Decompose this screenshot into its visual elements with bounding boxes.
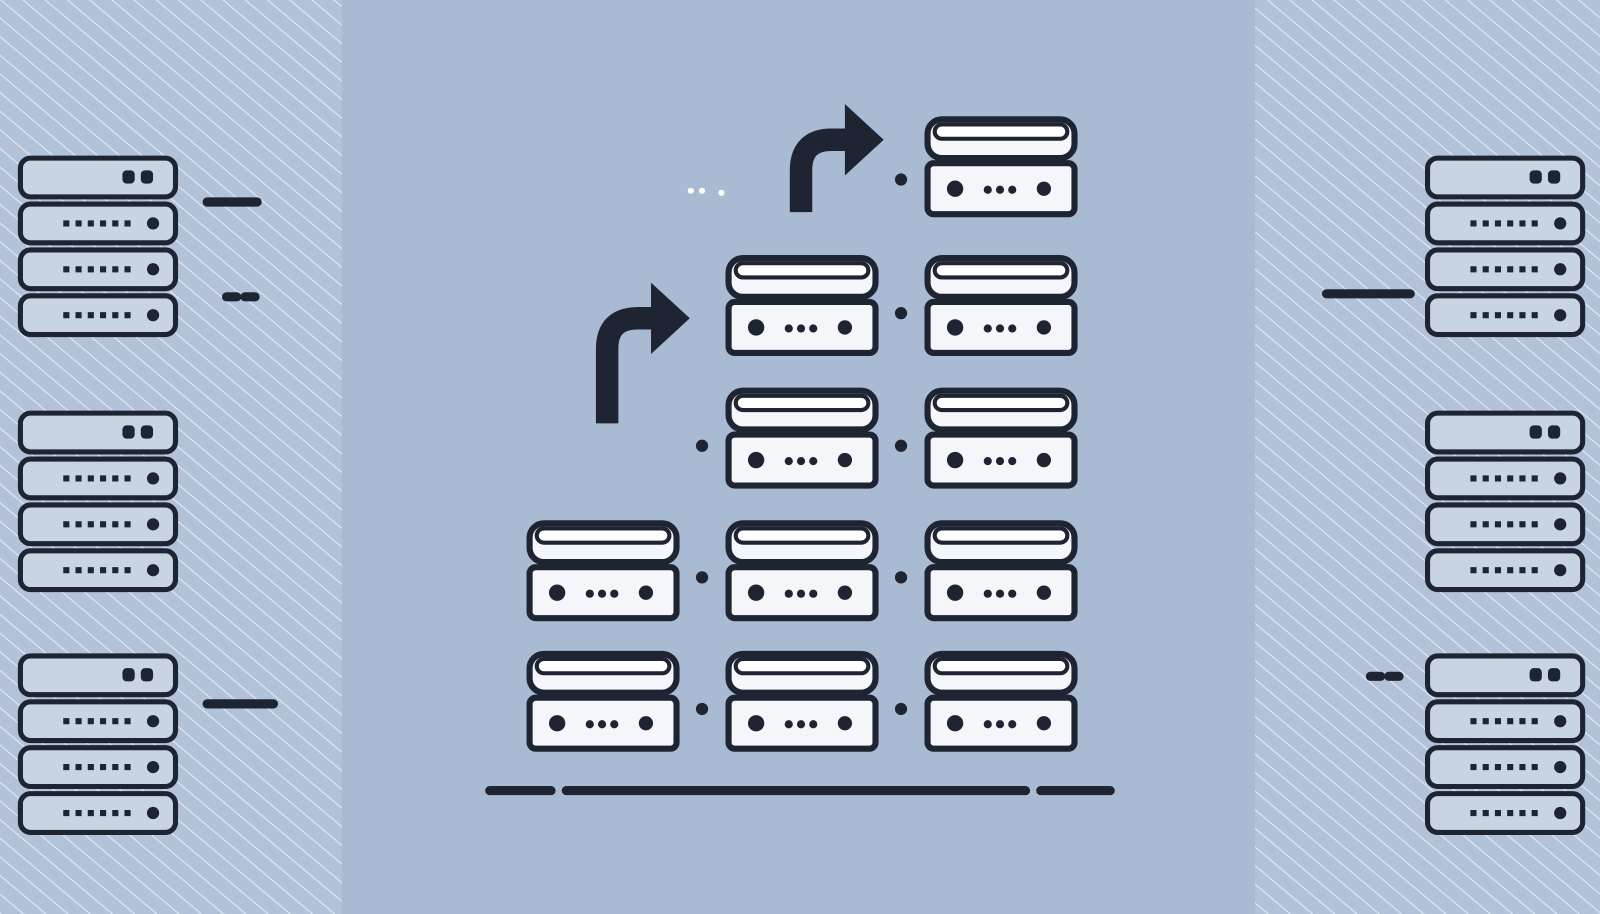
connector-dot [894, 307, 908, 320]
server-icon [725, 255, 879, 357]
server-rack-icon [17, 410, 179, 593]
ellipsis-dot [687, 187, 694, 194]
server-icon [924, 255, 1078, 357]
connector-dot [894, 571, 908, 584]
connector-dot [894, 173, 908, 186]
server-icon [725, 650, 879, 752]
server-icon [924, 116, 1078, 218]
curved-arrow-up-right-icon [595, 282, 690, 424]
server-icon [924, 520, 1078, 622]
ellipsis-dot [698, 187, 706, 194]
server-icon [725, 387, 879, 489]
server-icon [924, 387, 1078, 489]
ellipsis-dot [718, 189, 725, 196]
connector-dot [695, 702, 709, 716]
server-icon [526, 650, 680, 752]
server-icon [924, 650, 1078, 752]
server-rack-icon [17, 155, 179, 338]
connector-dot [695, 439, 709, 452]
server-rack-icon [1425, 410, 1586, 593]
server-rack-icon [1425, 155, 1586, 338]
connector-dot [695, 571, 709, 584]
curved-arrow-up-right-icon [789, 104, 884, 213]
connector-dot [894, 439, 908, 452]
server-icon [725, 520, 879, 622]
server-rack-icon [1425, 653, 1586, 835]
connector-dot [894, 702, 908, 716]
server-rack-icon [17, 653, 179, 835]
server-icon [526, 520, 680, 622]
